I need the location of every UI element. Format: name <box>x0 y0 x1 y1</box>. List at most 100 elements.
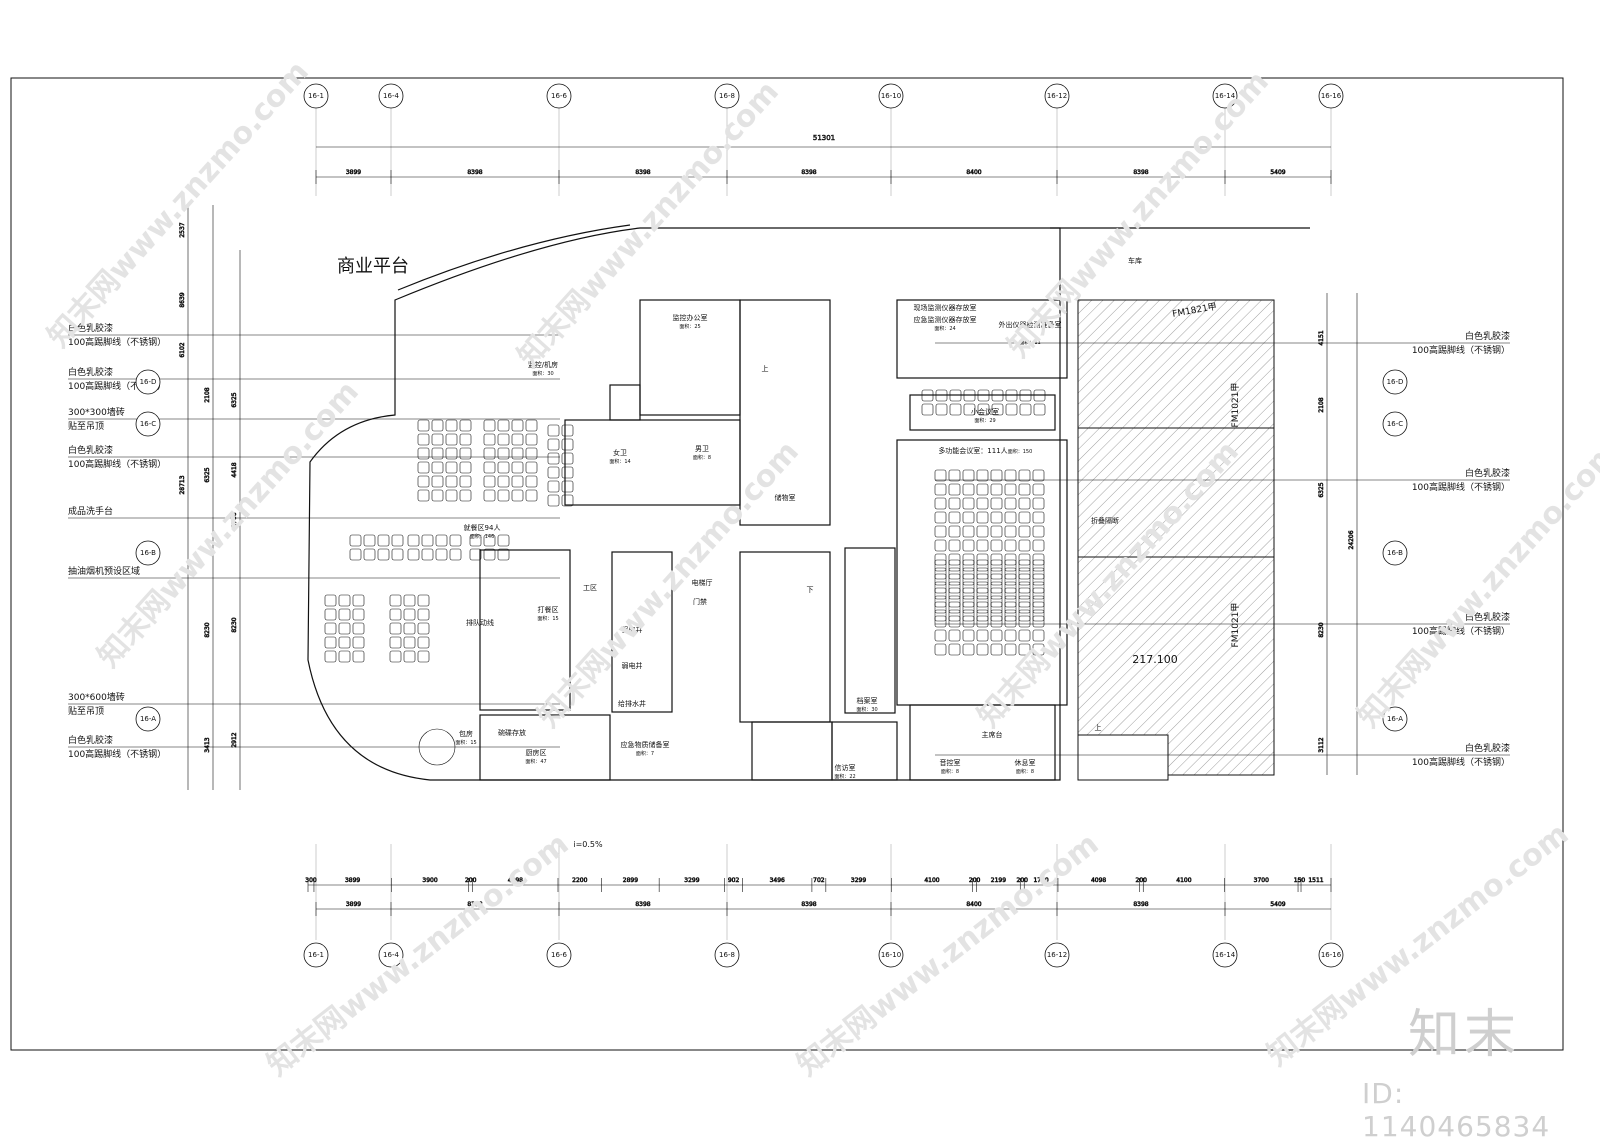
axis-bubble <box>714 83 740 109</box>
axis-bubble <box>135 411 161 437</box>
chair <box>1032 525 1045 538</box>
chair <box>1004 595 1017 608</box>
dimension-text: 6325 <box>231 392 238 407</box>
axis-bubble <box>1382 706 1408 732</box>
room-label: 强电井 <box>622 625 643 634</box>
chair <box>511 419 524 432</box>
chair <box>963 389 976 402</box>
chair <box>1005 403 1018 416</box>
dimension-text: 1706 <box>231 512 238 527</box>
chair <box>407 534 420 547</box>
chair <box>1004 497 1017 510</box>
room-label: 面积：7 <box>636 750 654 757</box>
chair <box>976 629 989 642</box>
chair <box>459 489 472 502</box>
chair <box>403 608 416 621</box>
chair <box>445 475 458 488</box>
chair <box>1018 601 1031 614</box>
chair <box>948 553 961 566</box>
dimension-text: 8398 <box>801 901 816 908</box>
dimension-text: 8398 <box>467 901 482 908</box>
dimension-text: 8398 <box>801 169 816 176</box>
axis-label: 16-B <box>140 549 156 557</box>
chair <box>962 559 975 572</box>
chair <box>962 553 975 566</box>
chair <box>934 483 947 496</box>
chair <box>431 489 444 502</box>
axis-bubble <box>1382 411 1408 437</box>
chair <box>948 601 961 614</box>
chair <box>1018 469 1031 482</box>
chair <box>497 419 510 432</box>
chair <box>962 483 975 496</box>
axis-bubble <box>546 83 572 109</box>
chair <box>417 636 430 649</box>
axis-label: 16-12 <box>1047 92 1067 100</box>
axis-label: 16-12 <box>1047 951 1067 959</box>
chair <box>1018 643 1031 656</box>
plan-title: 商业平台 <box>337 256 409 277</box>
chair <box>935 403 948 416</box>
chair <box>449 548 462 561</box>
chair <box>338 650 351 663</box>
chair <box>976 643 989 656</box>
chair <box>363 534 376 547</box>
chair <box>962 609 975 622</box>
axis-bubble <box>1212 942 1238 968</box>
axis-bubble <box>714 942 740 968</box>
chair <box>1032 587 1045 600</box>
chair <box>483 489 496 502</box>
chair <box>431 419 444 432</box>
room-label: 面积：14 <box>609 458 630 465</box>
room-label: 面积：146 <box>470 533 495 540</box>
room-label: 厨房区 <box>526 748 547 757</box>
chair <box>525 475 538 488</box>
chair <box>1032 483 1045 496</box>
material-note: 100高踢脚线（不锈钢） <box>68 748 166 760</box>
room-label: 休息室 <box>1015 758 1036 767</box>
chair <box>417 475 430 488</box>
dimension-text: 702 <box>813 877 825 884</box>
room-label: 面积：8 <box>693 454 711 461</box>
axis-bubble <box>1044 942 1070 968</box>
chair <box>948 539 961 552</box>
room-label: 档案室 <box>857 696 878 705</box>
chair <box>934 559 947 572</box>
chair <box>431 475 444 488</box>
chair <box>962 497 975 510</box>
room-label: 面积：8 <box>1016 768 1034 775</box>
material-note: 白色乳胶漆 <box>1465 467 1510 479</box>
axis-label: 16-1 <box>308 951 324 959</box>
chair <box>934 629 947 642</box>
dimension-text: 8230 <box>204 622 211 637</box>
chair <box>921 403 934 416</box>
chair <box>324 636 337 649</box>
room-label: 217.100 <box>1132 653 1178 666</box>
chair <box>948 497 961 510</box>
chair <box>1018 595 1031 608</box>
image-id: ID: 1140465834 <box>1362 1077 1551 1143</box>
chair <box>324 594 337 607</box>
chair <box>389 594 402 607</box>
room-label: 碗碟存放 <box>498 728 526 737</box>
chair <box>991 389 1004 402</box>
room-label: 现场监测仪器存放室 <box>914 303 977 312</box>
chair <box>483 433 496 446</box>
chair <box>525 461 538 474</box>
chair <box>990 567 1003 580</box>
chair <box>976 595 989 608</box>
chair <box>1032 629 1045 642</box>
dimension-text: 2199 <box>991 877 1006 884</box>
dimension-text: 150 <box>1294 877 1306 884</box>
dimension-text: 8230 <box>231 617 238 632</box>
chair <box>511 489 524 502</box>
chair <box>449 534 462 547</box>
chair <box>324 622 337 635</box>
chair <box>389 636 402 649</box>
chair <box>962 601 975 614</box>
chair <box>417 419 430 432</box>
room-label: 面积：150 <box>1008 448 1033 455</box>
chair <box>561 452 574 465</box>
chair <box>977 403 990 416</box>
room-label: 打餐区 <box>538 605 559 614</box>
